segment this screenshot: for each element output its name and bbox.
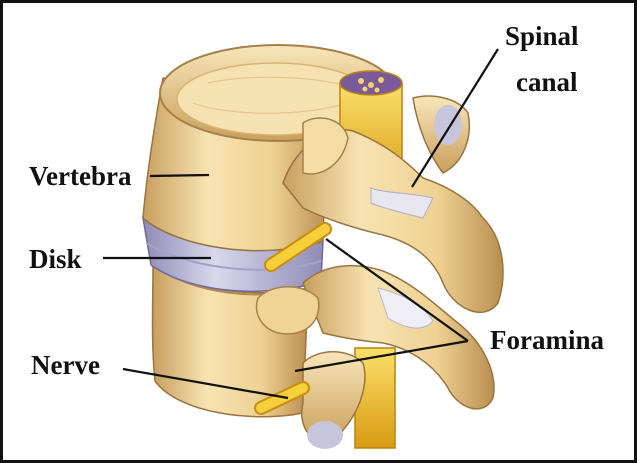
nerve-label: Nerve	[31, 352, 100, 379]
vertebra-label: Vertebra	[29, 163, 131, 190]
vertebra-leader	[150, 175, 209, 176]
canal-label: canal	[516, 69, 578, 96]
spinal-label: Spinal	[505, 23, 579, 50]
foramina-label: Foramina	[490, 327, 604, 354]
disk-label: Disk	[29, 246, 82, 273]
